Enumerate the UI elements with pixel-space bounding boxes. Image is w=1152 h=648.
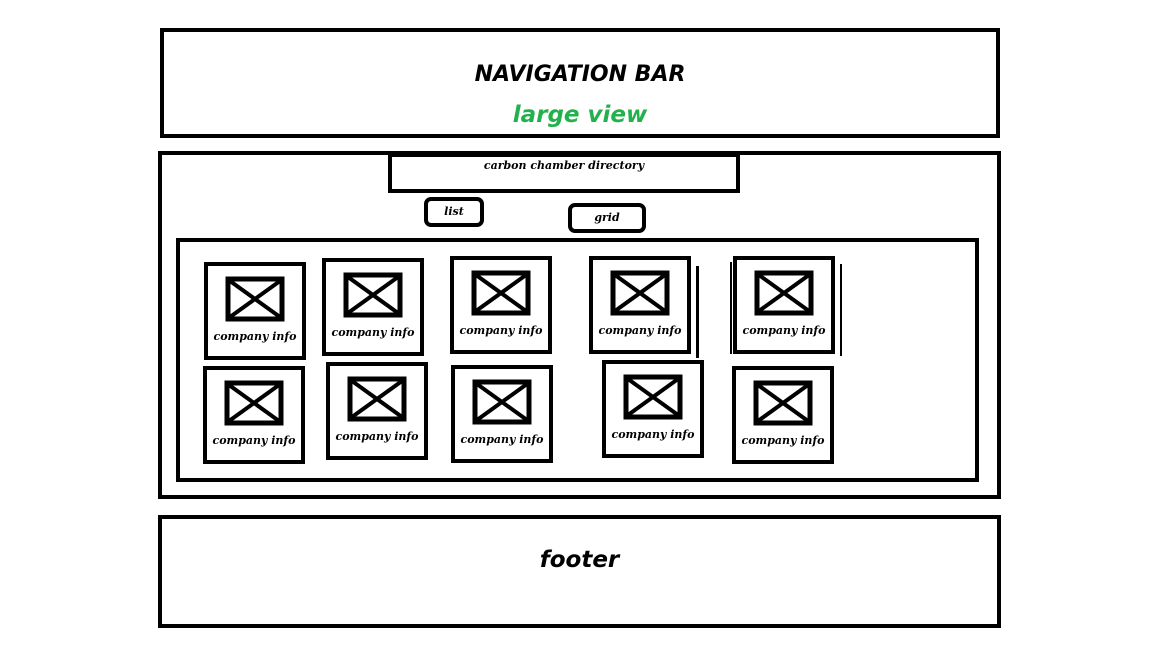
image-placeholder-icon bbox=[224, 380, 284, 426]
company-info-label: company info bbox=[335, 430, 419, 443]
company-card[interactable]: company info bbox=[732, 366, 834, 464]
company-card[interactable]: company info bbox=[602, 360, 704, 458]
image-placeholder-icon bbox=[343, 272, 403, 318]
company-info-label: company info bbox=[331, 326, 415, 339]
company-info-label: company info bbox=[611, 428, 695, 441]
company-card[interactable]: company info bbox=[322, 258, 424, 356]
company-card[interactable]: company info bbox=[326, 362, 428, 460]
footer-label: footer bbox=[539, 547, 620, 573]
company-card[interactable]: company info bbox=[203, 366, 305, 464]
navigation-bar-title: NAVIGATION BAR bbox=[474, 62, 686, 87]
image-placeholder-icon bbox=[753, 380, 813, 426]
company-grid: company info company info company info bbox=[176, 238, 979, 482]
company-info-label: company info bbox=[213, 330, 297, 343]
view-size-label: large view bbox=[512, 102, 648, 128]
company-card[interactable]: company info bbox=[733, 256, 835, 354]
directory-title: carbon chamber directory bbox=[388, 155, 740, 193]
company-info-label: company info bbox=[742, 324, 826, 337]
footer: footer bbox=[158, 515, 1001, 628]
company-info-label: company info bbox=[212, 434, 296, 447]
company-info-label: company info bbox=[598, 324, 682, 337]
image-placeholder-icon bbox=[471, 270, 531, 316]
image-placeholder-icon bbox=[472, 379, 532, 425]
company-card[interactable]: company info bbox=[204, 262, 306, 360]
company-info-label: company info bbox=[459, 324, 543, 337]
company-card[interactable]: company info bbox=[589, 256, 691, 354]
company-info-label: company info bbox=[741, 434, 825, 447]
image-placeholder-icon bbox=[623, 374, 683, 420]
company-card[interactable]: company info bbox=[451, 365, 553, 463]
company-card[interactable]: company info bbox=[450, 256, 552, 354]
image-placeholder-icon bbox=[754, 270, 814, 316]
grid-view-button[interactable]: grid bbox=[568, 203, 646, 233]
navigation-bar: NAVIGATION BAR large view bbox=[160, 28, 1000, 138]
divider bbox=[730, 262, 732, 354]
image-placeholder-icon bbox=[225, 276, 285, 322]
divider bbox=[696, 266, 699, 358]
divider bbox=[840, 264, 842, 356]
list-view-button[interactable]: list bbox=[424, 197, 484, 227]
image-placeholder-icon bbox=[610, 270, 670, 316]
directory-section: carbon chamber directory list grid compa… bbox=[158, 151, 1001, 499]
image-placeholder-icon bbox=[347, 376, 407, 422]
company-info-label: company info bbox=[460, 433, 544, 446]
